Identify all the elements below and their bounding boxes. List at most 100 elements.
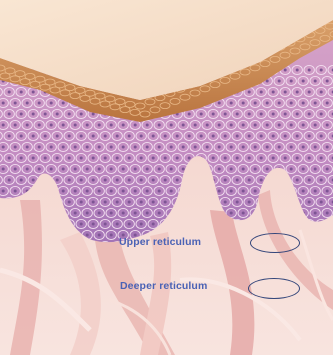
cell-nucleus <box>56 113 59 116</box>
cell-nucleus <box>290 146 293 149</box>
cell-nucleus <box>140 135 143 138</box>
cell-nucleus <box>92 157 95 160</box>
cell-nucleus <box>272 113 275 116</box>
cell-nucleus <box>140 223 143 226</box>
cell-nucleus <box>272 135 275 138</box>
cell-nucleus <box>152 179 155 182</box>
cell-nucleus <box>62 124 65 127</box>
cell-nucleus <box>164 201 167 204</box>
cell-nucleus <box>152 135 155 138</box>
cell-nucleus <box>110 146 113 149</box>
cell-nucleus <box>44 113 47 116</box>
cell-nucleus <box>278 146 281 149</box>
cell-nucleus <box>314 102 317 105</box>
cell-nucleus <box>104 179 107 182</box>
cell-nucleus <box>146 146 149 149</box>
cell-nucleus <box>74 190 77 193</box>
cell-nucleus <box>26 168 29 171</box>
cell-nucleus <box>38 168 41 171</box>
cell-nucleus <box>68 157 71 160</box>
cell-nucleus <box>164 157 167 160</box>
cell-nucleus <box>188 113 191 116</box>
cell-nucleus <box>218 190 221 193</box>
cell-nucleus <box>182 124 185 127</box>
cell-nucleus <box>14 168 17 171</box>
cell-nucleus <box>218 146 221 149</box>
cell-nucleus <box>302 80 305 83</box>
cell-nucleus <box>290 80 293 83</box>
cell-nucleus <box>20 113 23 116</box>
cell-nucleus <box>296 91 299 94</box>
cell-nucleus <box>212 135 215 138</box>
cell-nucleus <box>110 124 113 127</box>
cell-nucleus <box>302 146 305 149</box>
cell-nucleus <box>272 91 275 94</box>
cell-nucleus <box>218 168 221 171</box>
cell-nucleus <box>74 212 77 215</box>
cell-nucleus <box>8 179 11 182</box>
cell-nucleus <box>92 135 95 138</box>
cell-nucleus <box>38 124 41 127</box>
cell-nucleus <box>284 69 287 72</box>
cell-nucleus <box>182 146 185 149</box>
cell-nucleus <box>26 146 29 149</box>
cell-nucleus <box>296 113 299 116</box>
cell-nucleus <box>128 157 131 160</box>
cell-nucleus <box>92 223 95 226</box>
cell-nucleus <box>104 223 107 226</box>
cell-nucleus <box>104 135 107 138</box>
cell-nucleus <box>254 168 257 171</box>
cell-nucleus <box>80 223 83 226</box>
cell-nucleus <box>206 146 209 149</box>
cell-nucleus <box>116 223 119 226</box>
cell-nucleus <box>8 135 11 138</box>
cell-nucleus <box>266 168 269 171</box>
cell-nucleus <box>278 80 281 83</box>
cell-nucleus <box>86 234 89 237</box>
deeper-reticulum-marker <box>248 278 300 299</box>
cell-nucleus <box>248 135 251 138</box>
cell-nucleus <box>278 102 281 105</box>
cell-nucleus <box>32 135 35 138</box>
cell-nucleus <box>20 179 23 182</box>
cell-nucleus <box>20 135 23 138</box>
cell-nucleus <box>56 135 59 138</box>
cell-nucleus <box>248 179 251 182</box>
cell-nucleus <box>98 234 101 237</box>
cell-nucleus <box>164 179 167 182</box>
cell-nucleus <box>224 179 227 182</box>
cell-nucleus <box>86 168 89 171</box>
cell-nucleus <box>122 190 125 193</box>
cell-nucleus <box>62 146 65 149</box>
cell-nucleus <box>2 124 5 127</box>
cell-nucleus <box>296 179 299 182</box>
cell-nucleus <box>194 146 197 149</box>
cell-nucleus <box>26 124 29 127</box>
cell-nucleus <box>308 91 311 94</box>
cell-nucleus <box>116 157 119 160</box>
cell-nucleus <box>242 168 245 171</box>
cell-nucleus <box>92 113 95 116</box>
cell-nucleus <box>38 146 41 149</box>
cell-nucleus <box>140 157 143 160</box>
cell-nucleus <box>98 212 101 215</box>
cell-nucleus <box>284 157 287 160</box>
cell-nucleus <box>254 102 257 105</box>
cell-nucleus <box>14 124 17 127</box>
cell-nucleus <box>86 190 89 193</box>
cell-nucleus <box>308 135 311 138</box>
cell-nucleus <box>320 201 323 204</box>
cell-nucleus <box>278 124 281 127</box>
cell-nucleus <box>254 190 257 193</box>
cell-nucleus <box>200 113 203 116</box>
cell-nucleus <box>248 201 251 204</box>
cell-nucleus <box>80 201 83 204</box>
cell-nucleus <box>290 102 293 105</box>
cell-nucleus <box>170 168 173 171</box>
cell-nucleus <box>86 124 89 127</box>
cell-nucleus <box>230 212 233 215</box>
cell-nucleus <box>248 91 251 94</box>
cell-nucleus <box>224 201 227 204</box>
cell-nucleus <box>44 135 47 138</box>
